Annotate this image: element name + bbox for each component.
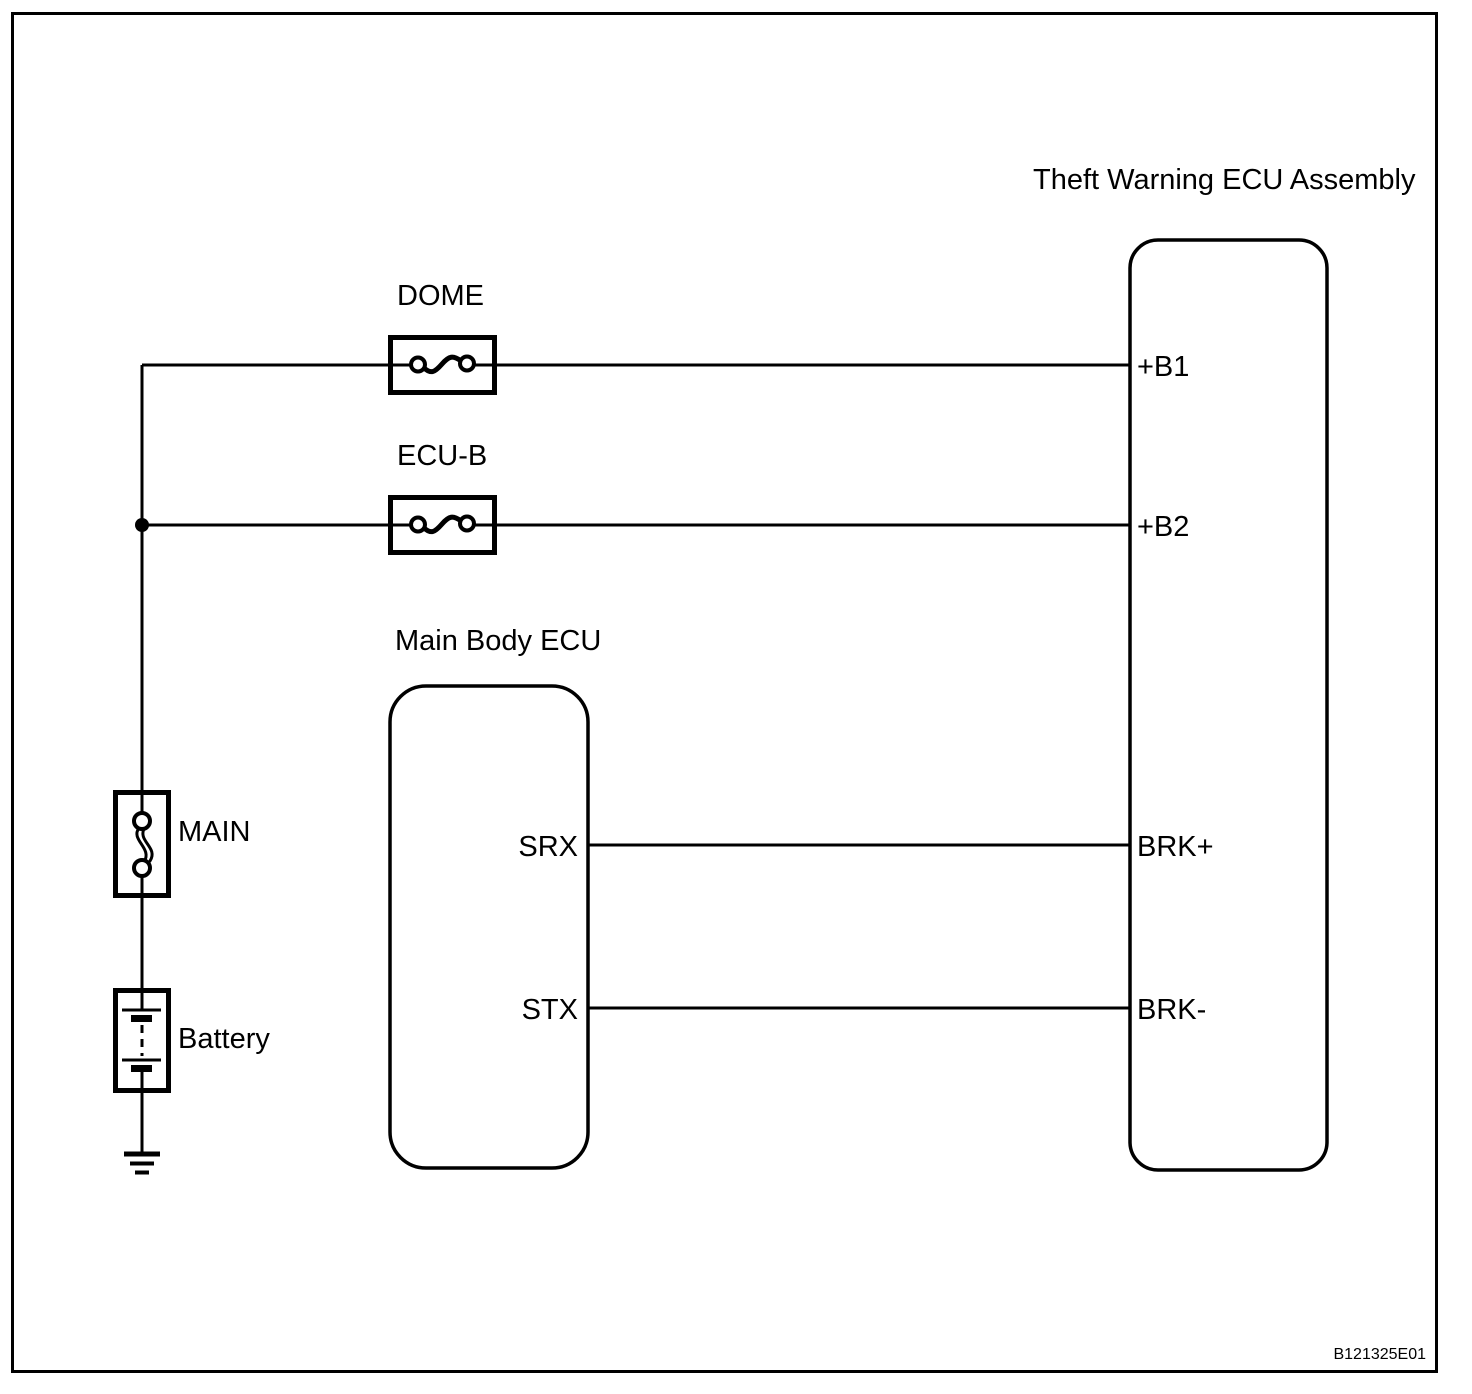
main-fusible-link-label: MAIN: [178, 816, 251, 848]
pin-b2: +B2: [1137, 511, 1189, 543]
fuse-box: [388, 335, 497, 395]
fuse-box: [388, 495, 497, 555]
ground-icon: [124, 1151, 160, 1175]
main-body-ecu: Main Body ECU SRX STX: [388, 625, 601, 1170]
diagram-title: Theft Warning ECU Assembly: [1033, 164, 1416, 196]
battery: Battery: [113, 988, 270, 1093]
battery-icon: [122, 1008, 161, 1072]
diagram-frame: [11, 12, 1438, 1373]
wire-junction-dot: [135, 518, 149, 532]
main-fusible-link: MAIN: [113, 790, 251, 898]
fuse-icon: [409, 514, 476, 535]
wires: [135, 363, 1130, 1152]
fusible-link-box: [113, 790, 171, 898]
ecu-b-fuse-label: ECU-B: [397, 440, 487, 472]
pin-stx: STX: [522, 994, 578, 1026]
pin-b1: +B1: [1137, 351, 1189, 383]
pin-brk-minus: BRK-: [1137, 994, 1206, 1026]
main-body-ecu-label: Main Body ECU: [395, 625, 601, 657]
ecu-b-fuse: ECU-B: [388, 440, 497, 555]
pin-srx: SRX: [518, 831, 578, 863]
pin-brk-plus: BRK+: [1137, 831, 1214, 863]
fusible-link-icon: [132, 811, 154, 878]
theft-warning-ecu-assembly: +B1 +B2 BRK+ BRK-: [1128, 238, 1329, 1172]
dome-fuse-label: DOME: [397, 280, 484, 312]
theft-warning-ecu-box: [1128, 238, 1329, 1172]
battery-box: [113, 988, 171, 1093]
dome-fuse: DOME: [388, 280, 497, 395]
doc-code: B121325E01: [1333, 1346, 1426, 1363]
fuse-icon: [409, 354, 476, 375]
main-body-ecu-box: [388, 684, 590, 1170]
battery-label: Battery: [178, 1023, 270, 1055]
